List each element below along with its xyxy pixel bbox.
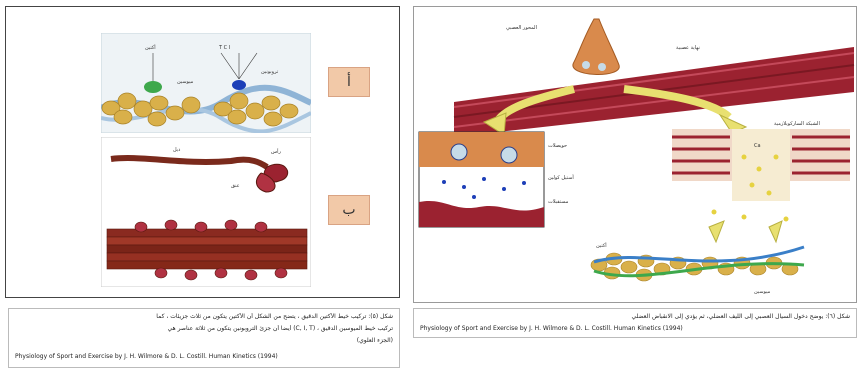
myosin-filament-diagram: ذيل عنق رأس bbox=[101, 137, 311, 287]
tail-label: ذيل bbox=[173, 147, 180, 153]
tci-label: T C I bbox=[218, 45, 230, 51]
neuromuscular-diagram: المحور العصبي نهاية عصبية حويصلات أستيل … bbox=[414, 7, 856, 302]
figure-label-a-text: أ bbox=[347, 74, 351, 90]
head-label: رأس bbox=[271, 148, 281, 155]
figure-label-b-text: ب bbox=[342, 202, 355, 218]
receptor-label: مستقبلات bbox=[548, 199, 569, 205]
sr-label: الشبكة الساركوبلازمية bbox=[774, 121, 820, 127]
right-figure-panel: المحور العصبي نهاية عصبية حويصلات أستيل … bbox=[413, 6, 857, 303]
nerve-label: المحور العصبي bbox=[506, 25, 537, 31]
terminal-label: نهاية عصبية bbox=[676, 45, 700, 51]
left-caption-line3: (الجزء العلوي) bbox=[357, 337, 393, 344]
left-caption-source: Physiology of Sport and Exercise by J. H… bbox=[15, 353, 278, 360]
left-figure-panel: أكتين T C I تروبونين ميوسين أ ذيل عنق رأ… bbox=[5, 6, 400, 298]
actin-label: أكتين bbox=[145, 44, 156, 51]
myosin-label-right: ميوسين bbox=[754, 289, 771, 295]
right-caption-source: Physiology of Sport and Exercise by J. H… bbox=[420, 325, 683, 332]
ach-label: أستيل كولين bbox=[548, 174, 574, 181]
left-caption-line1: شكل (٥): تركيب خيط الأكتين الدقيق ، يتضح… bbox=[156, 313, 393, 320]
troponin-label: تروبونين bbox=[261, 69, 279, 75]
left-caption-line2: أيضا أن جزئ التروبونين يتكون من ثلاثة عن… bbox=[168, 325, 393, 332]
right-caption-box: شكل (٦): يوضح دخول السيال العصبي إلى الل… bbox=[413, 308, 857, 338]
myosin-label: ميوسين bbox=[177, 79, 194, 85]
neck-label: عنق bbox=[231, 183, 240, 189]
actin-label-right: أكتين bbox=[596, 242, 607, 249]
ca-label: Ca bbox=[754, 143, 761, 149]
vesicle-label: حويصلات bbox=[548, 143, 567, 149]
left-caption-box: شكل (٥): تركيب خيط الأكتين الدقيق ، يتضح… bbox=[8, 308, 400, 368]
right-caption-line1: شكل (٦): يوضح دخول السيال العصبي إلى الل… bbox=[631, 313, 850, 320]
figure-label-a: أ bbox=[328, 67, 370, 97]
actin-filament-diagram: أكتين T C I تروبونين ميوسين bbox=[101, 33, 311, 133]
figure-label-b: ب bbox=[328, 195, 370, 225]
